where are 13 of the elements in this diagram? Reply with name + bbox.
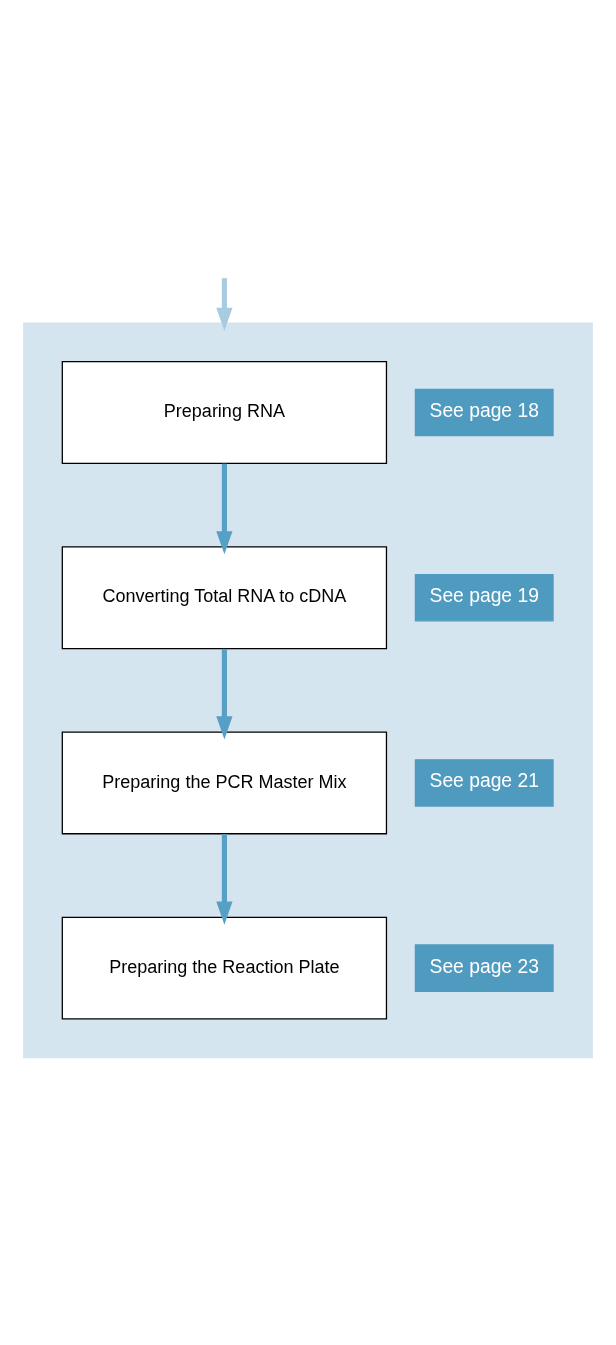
node-box: Preparing the PCR Master Mix <box>61 731 388 835</box>
cluster <box>23 322 593 1059</box>
node-label: See page 23 <box>429 955 539 977</box>
node-box: Preparing RNA <box>61 361 388 464</box>
arrow <box>216 834 233 925</box>
node-label: See page 19 <box>429 585 539 607</box>
arrow <box>216 648 233 740</box>
node-label: See page 18 <box>429 399 539 421</box>
node-label: See page 21 <box>429 770 539 792</box>
arrow <box>216 278 233 331</box>
arrow <box>216 463 233 555</box>
node-box: Preparing the Reaction Plate <box>61 916 388 1020</box>
node-box: Converting Total RNA to cDNA <box>61 546 388 650</box>
